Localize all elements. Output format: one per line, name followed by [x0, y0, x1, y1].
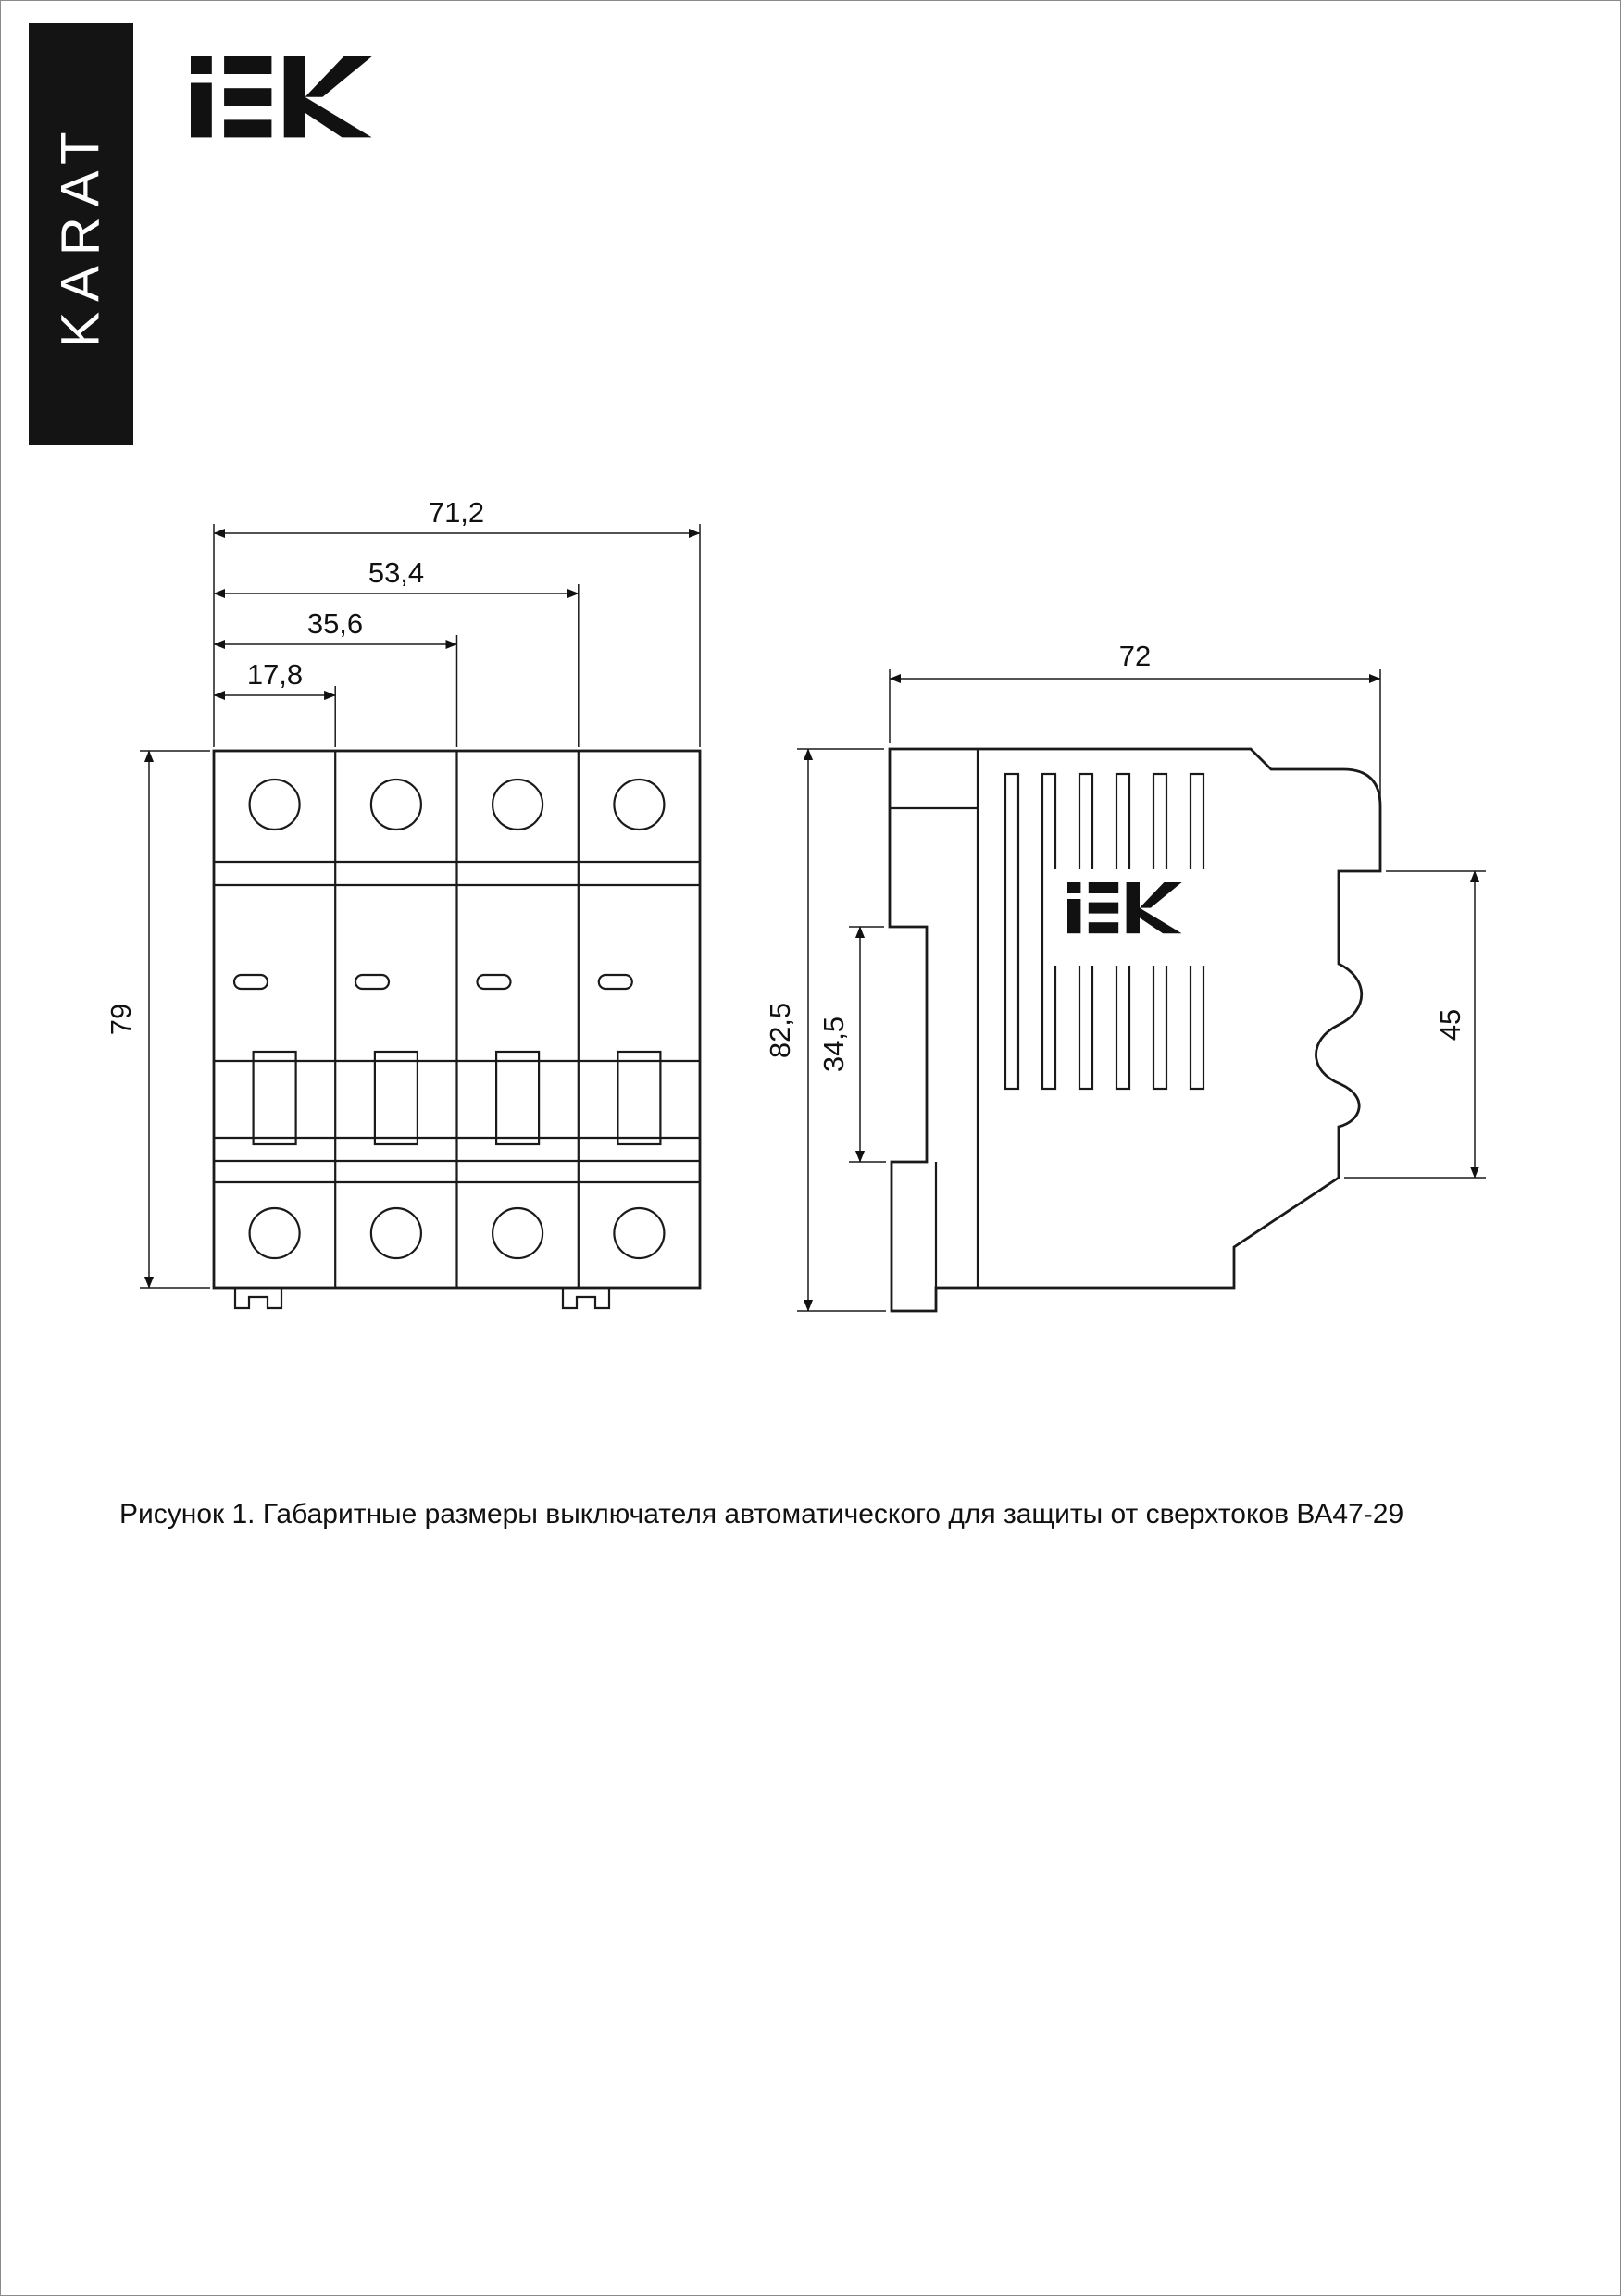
side-front-panel-dim-label: 45 — [1434, 1009, 1466, 1041]
figure-caption: Рисунок 1. Габаритные размеры выключател… — [119, 1499, 1404, 1529]
front-width-total-dim-label: 71,2 — [429, 496, 484, 529]
front-view-dimensions: 71,2 53,4 35,6 17,8 79 — [105, 496, 701, 1289]
front-width-1mod-dim-label: 17,8 — [247, 658, 303, 691]
side-depth-dim-label: 72 — [1119, 640, 1151, 672]
iek-logo-icon — [191, 56, 372, 138]
front-width-3mod-dim-label: 53,4 — [368, 556, 424, 589]
side-view-dimensions: 72 82,5 34,5 45 — [764, 640, 1486, 1312]
side-din-slot-dim-label: 34,5 — [817, 1017, 850, 1072]
front-width-2mod-dim-label: 35,6 — [307, 607, 363, 640]
front-view-body — [212, 749, 702, 1310]
front-height-dim-label: 79 — [105, 1004, 137, 1035]
brand-series-block: KARAT — [29, 23, 133, 445]
side-height-total-dim-label: 82,5 — [764, 1003, 796, 1058]
side-view-body — [888, 747, 1382, 1313]
